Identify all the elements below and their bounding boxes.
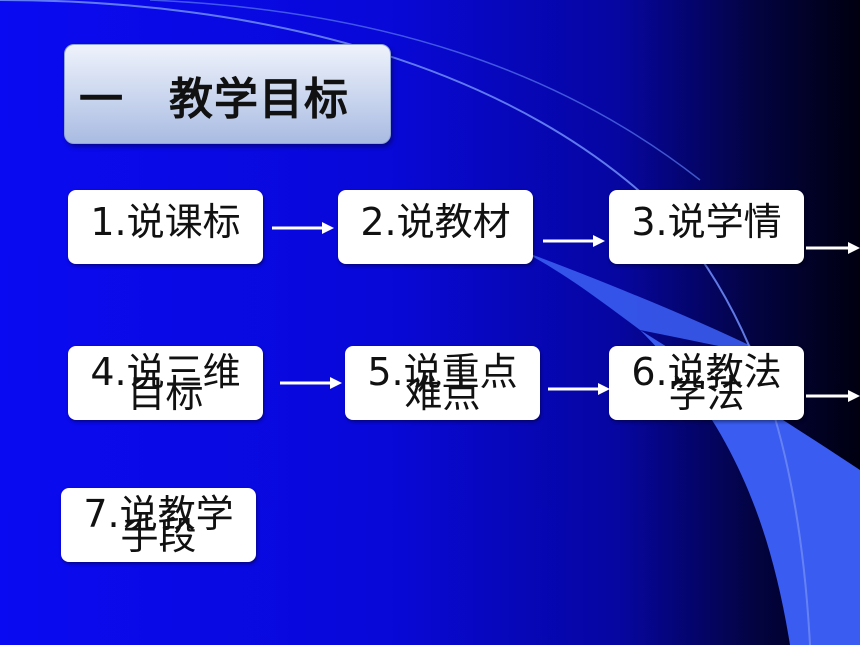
step-box-7: 7.说教学 手段 xyxy=(61,488,256,562)
step-5-label-line2: 难点 xyxy=(404,372,481,416)
arrow-right-icon-6 xyxy=(806,390,860,402)
upper-arc-line xyxy=(149,0,701,181)
arrow-right-icon-1 xyxy=(272,222,334,234)
step-4-label-line1: 4.说三维 xyxy=(90,350,241,394)
arrow-right-icon-3 xyxy=(806,242,860,254)
step-1-label: 1.说课标 xyxy=(90,200,241,244)
step-6-label-line1: 6.说教法 xyxy=(631,350,782,394)
light-blue-swoosh-tail xyxy=(520,250,780,360)
step-box-6: 6.说教法 学法 xyxy=(609,346,804,420)
step-box-4: 4.说三维 目标 xyxy=(68,346,263,420)
title-box: 一 教学目标 xyxy=(64,44,391,144)
step-box-2: 2.说教材 xyxy=(338,190,533,264)
step-2-label: 2.说教材 xyxy=(360,200,511,244)
step-box-5: 5.说重点 难点 xyxy=(345,346,540,420)
arrow-right-icon-4 xyxy=(280,377,342,389)
step-4-label-line2: 目标 xyxy=(127,372,204,416)
step-3-label: 3.说学情 xyxy=(631,200,782,244)
step-box-3: 3.说学情 xyxy=(609,190,804,264)
step-5-label-line1: 5.说重点 xyxy=(367,350,518,394)
step-6-label-line2: 学法 xyxy=(668,372,745,416)
arrow-right-icon-5 xyxy=(548,383,610,395)
step-box-1: 1.说课标 xyxy=(68,190,263,264)
slide-title: 一 教学目标 xyxy=(79,74,349,125)
step-7-label-line2: 手段 xyxy=(120,514,197,558)
step-7-label-line1: 7.说教学 xyxy=(83,492,234,536)
arrow-right-icon-2 xyxy=(543,235,605,247)
light-blue-swoosh xyxy=(640,330,860,645)
